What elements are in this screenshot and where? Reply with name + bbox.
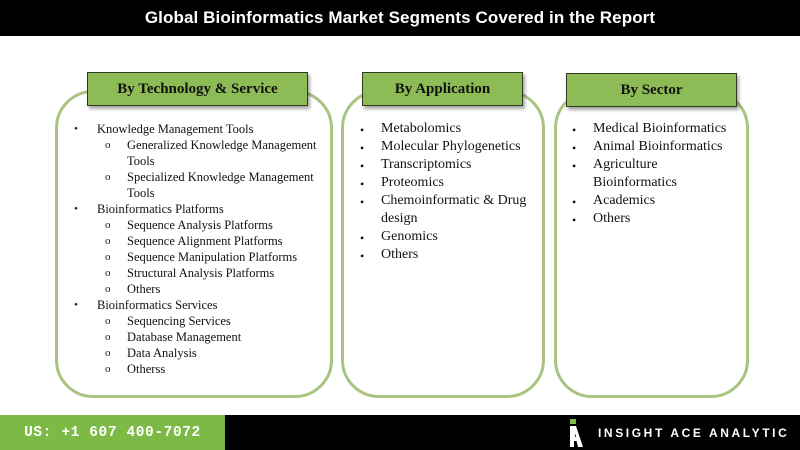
sector-heading: By Sector [566,73,737,107]
item-label: Proteomics [381,175,444,190]
list-item: • Bioinformatics Platforms o Sequence Ana… [72,201,330,297]
circle-bullet-icon: o [105,171,111,183]
phone-number: US: +1 607 400-7072 [0,415,225,450]
sub-list-item: o Database Management [102,329,330,345]
bullet-icon: • [360,123,365,137]
sector-list: • Medical Bioinformatics • Animal Bioinfor… [570,120,745,228]
sub-item-label: Database Management [127,330,242,344]
sub-item-label: Specialized Knowledge Management Tools [127,170,314,200]
item-label: Genomics [381,229,438,244]
circle-bullet-icon: o [105,363,111,375]
bullet-icon: • [74,299,78,311]
circle-bullet-icon: o [105,219,111,231]
item-label: Bioinformatics Services [97,298,218,312]
application-panel [341,90,545,398]
bullet-icon: • [572,159,577,173]
list-item: • Academics [570,192,745,210]
item-label: Transcriptomics [381,157,472,172]
sub-list-item: o Otherss [102,361,330,377]
bullet-icon: • [572,123,577,137]
item-label: Others [593,211,631,226]
sub-item-label: Sequence Alignment Platforms [127,234,283,248]
technology-panel [55,90,333,398]
bullet-icon: • [74,203,78,215]
circle-bullet-icon: o [105,267,111,279]
bullet-icon: • [360,195,365,209]
technology-list: • Knowledge Management Tools o Generalize… [72,121,330,377]
bullet-icon: • [74,123,78,135]
sub-list-item: o Structural Analysis Platforms [102,265,330,281]
item-label: Animal Bioinformatics [593,139,723,154]
bullet-icon: • [360,231,365,245]
circle-bullet-icon: o [105,331,111,343]
insight-ace-logo-icon [570,419,583,447]
list-item: • Others [358,246,540,264]
sub-list-item: o Sequence Analysis Platforms [102,217,330,233]
item-label: Academics [593,193,656,208]
circle-bullet-icon: o [105,251,111,263]
list-item: • Medical Bioinformatics [570,120,745,138]
list-item: • Others [570,210,745,228]
list-item: • Agriculture Bioinformatics [570,156,745,192]
sub-list-item: o Sequence Alignment Platforms [102,233,330,249]
sub-item-label: Otherss [127,362,166,376]
bullet-icon: • [360,249,365,263]
list-item: • Proteomics [358,174,540,192]
sub-item-label: Sequencing Services [127,314,231,328]
item-label: Agriculture Bioinformatics [593,157,677,190]
sub-item-label: Data Analysis [127,346,197,360]
list-item: • Knowledge Management Tools o Generalize… [72,121,330,201]
list-item: • Genomics [358,228,540,246]
page-title: Global Bioinformatics Market Segments Co… [144,8,656,27]
sub-item-label: Sequence Analysis Platforms [127,218,273,232]
item-label: Bioinformatics Platforms [97,202,224,216]
bullet-icon: • [572,213,577,227]
bullet-icon: • [360,159,365,173]
list-item: • Metabolomics [358,120,540,138]
bullet-icon: • [572,141,577,155]
technology-heading: By Technology & Service [87,72,308,106]
sub-list-item: o Others [102,281,330,297]
bullet-icon: • [360,141,365,155]
sub-list-item: o Specialized Knowledge Management Tools [102,169,330,201]
item-label: Knowledge Management Tools [97,122,254,136]
sub-list-item: o Data Analysis [102,345,330,361]
circle-bullet-icon: o [105,235,111,247]
sector-panel [554,90,749,398]
circle-bullet-icon: o [105,347,111,359]
item-label: Chemoinformatic & Drug design [381,193,527,226]
item-label: Molecular Phylogenetics [381,139,521,154]
circle-bullet-icon: o [105,315,111,327]
application-heading: By Application [362,72,523,106]
application-list: • Metabolomics • Molecular Phylogenetics •… [358,120,540,264]
list-item: • Bioinformatics Services o Sequencing Se… [72,297,330,377]
item-label: Medical Bioinformatics [593,121,727,136]
sub-list-item: o Sequence Manipulation Platforms [102,249,330,265]
list-item: • Animal Bioinformatics [570,138,745,156]
brand: INSIGHT ACE ANALYTIC [567,417,789,449]
list-item: • Transcriptomics [358,156,540,174]
bullet-icon: • [572,195,577,209]
list-item: • Molecular Phylogenetics [358,138,540,156]
sub-item-label: Structural Analysis Platforms [127,266,275,280]
sub-item-label: Others [127,282,161,296]
sub-list-item: o Generalized Knowledge Management Tools [102,137,330,169]
list-item: • Chemoinformatic & Drug design [358,192,540,228]
item-label: Others [381,247,419,262]
item-label: Metabolomics [381,121,462,136]
sub-item-label: Generalized Knowledge Management Tools [127,138,317,168]
sub-list-item: o Sequencing Services [102,313,330,329]
bullet-icon: • [360,177,365,191]
sub-item-label: Sequence Manipulation Platforms [127,250,298,264]
brand-name: INSIGHT ACE ANALYTIC [598,426,790,440]
title-bar: Global Bioinformatics Market Segments Co… [0,0,800,36]
circle-bullet-icon: o [105,139,111,151]
circle-bullet-icon: o [105,283,111,295]
